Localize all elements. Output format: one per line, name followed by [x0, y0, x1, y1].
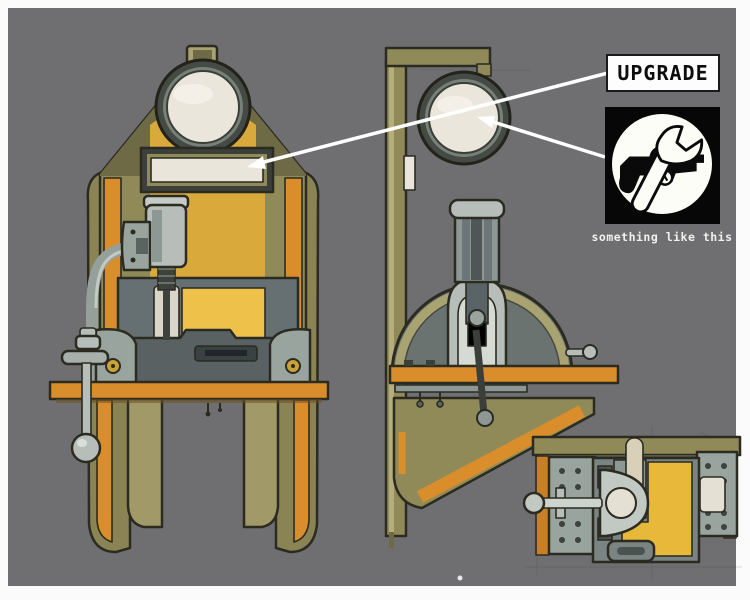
- top-vise: [522, 465, 650, 541]
- arrow-icon-to-dial: [489, 119, 606, 159]
- top-vise-rod: [539, 497, 603, 509]
- front-work-table: [48, 380, 330, 417]
- side-press-lever: [472, 329, 494, 427]
- annotation-arrows: [247, 71, 609, 169]
- front-dial-face: [166, 70, 240, 144]
- crank-handle: [60, 327, 110, 464]
- side-top-arm: [384, 46, 492, 68]
- side-work-table: [388, 344, 620, 408]
- crank-rod: [81, 362, 92, 438]
- arrowhead-dial: [477, 116, 495, 128]
- arrow-upgrade-to-panel: [259, 71, 609, 165]
- press-cavity: [116, 276, 300, 392]
- top-right-slot: [699, 476, 726, 513]
- press-mechanism: [86, 194, 190, 386]
- upgrade-label: UPGRADE: [617, 61, 708, 85]
- front-display-panel: [139, 146, 275, 194]
- workbench-top-view: [522, 435, 742, 564]
- front-panel-face: [150, 157, 264, 183]
- press-rod: [163, 290, 170, 340]
- pipe-arm: [86, 242, 130, 386]
- side-panel-edge: [403, 155, 416, 191]
- icon-caption: something like this: [591, 230, 732, 244]
- top-handle: [606, 539, 656, 563]
- piston-cap: [448, 198, 506, 220]
- top-vise-ball: [522, 491, 546, 515]
- upgrade-callout: UPGRADE: [606, 54, 720, 92]
- workbench-side-view: [384, 46, 620, 548]
- front-dial: [154, 58, 252, 156]
- workbench-front-view: [48, 44, 330, 554]
- dot-artifact: [457, 575, 463, 581]
- wrench-silhouette: [630, 125, 704, 214]
- crank-axle: [60, 349, 110, 366]
- upgrade-label-box: [606, 54, 720, 92]
- gun-and-wrench-icon: something like this: [591, 107, 732, 244]
- side-piston: [446, 198, 508, 374]
- side-dial: [416, 70, 512, 166]
- table-brackets: [94, 328, 312, 386]
- crank-ball: [70, 432, 102, 464]
- side-knob: [582, 344, 598, 360]
- arrowhead-panel: [247, 156, 266, 169]
